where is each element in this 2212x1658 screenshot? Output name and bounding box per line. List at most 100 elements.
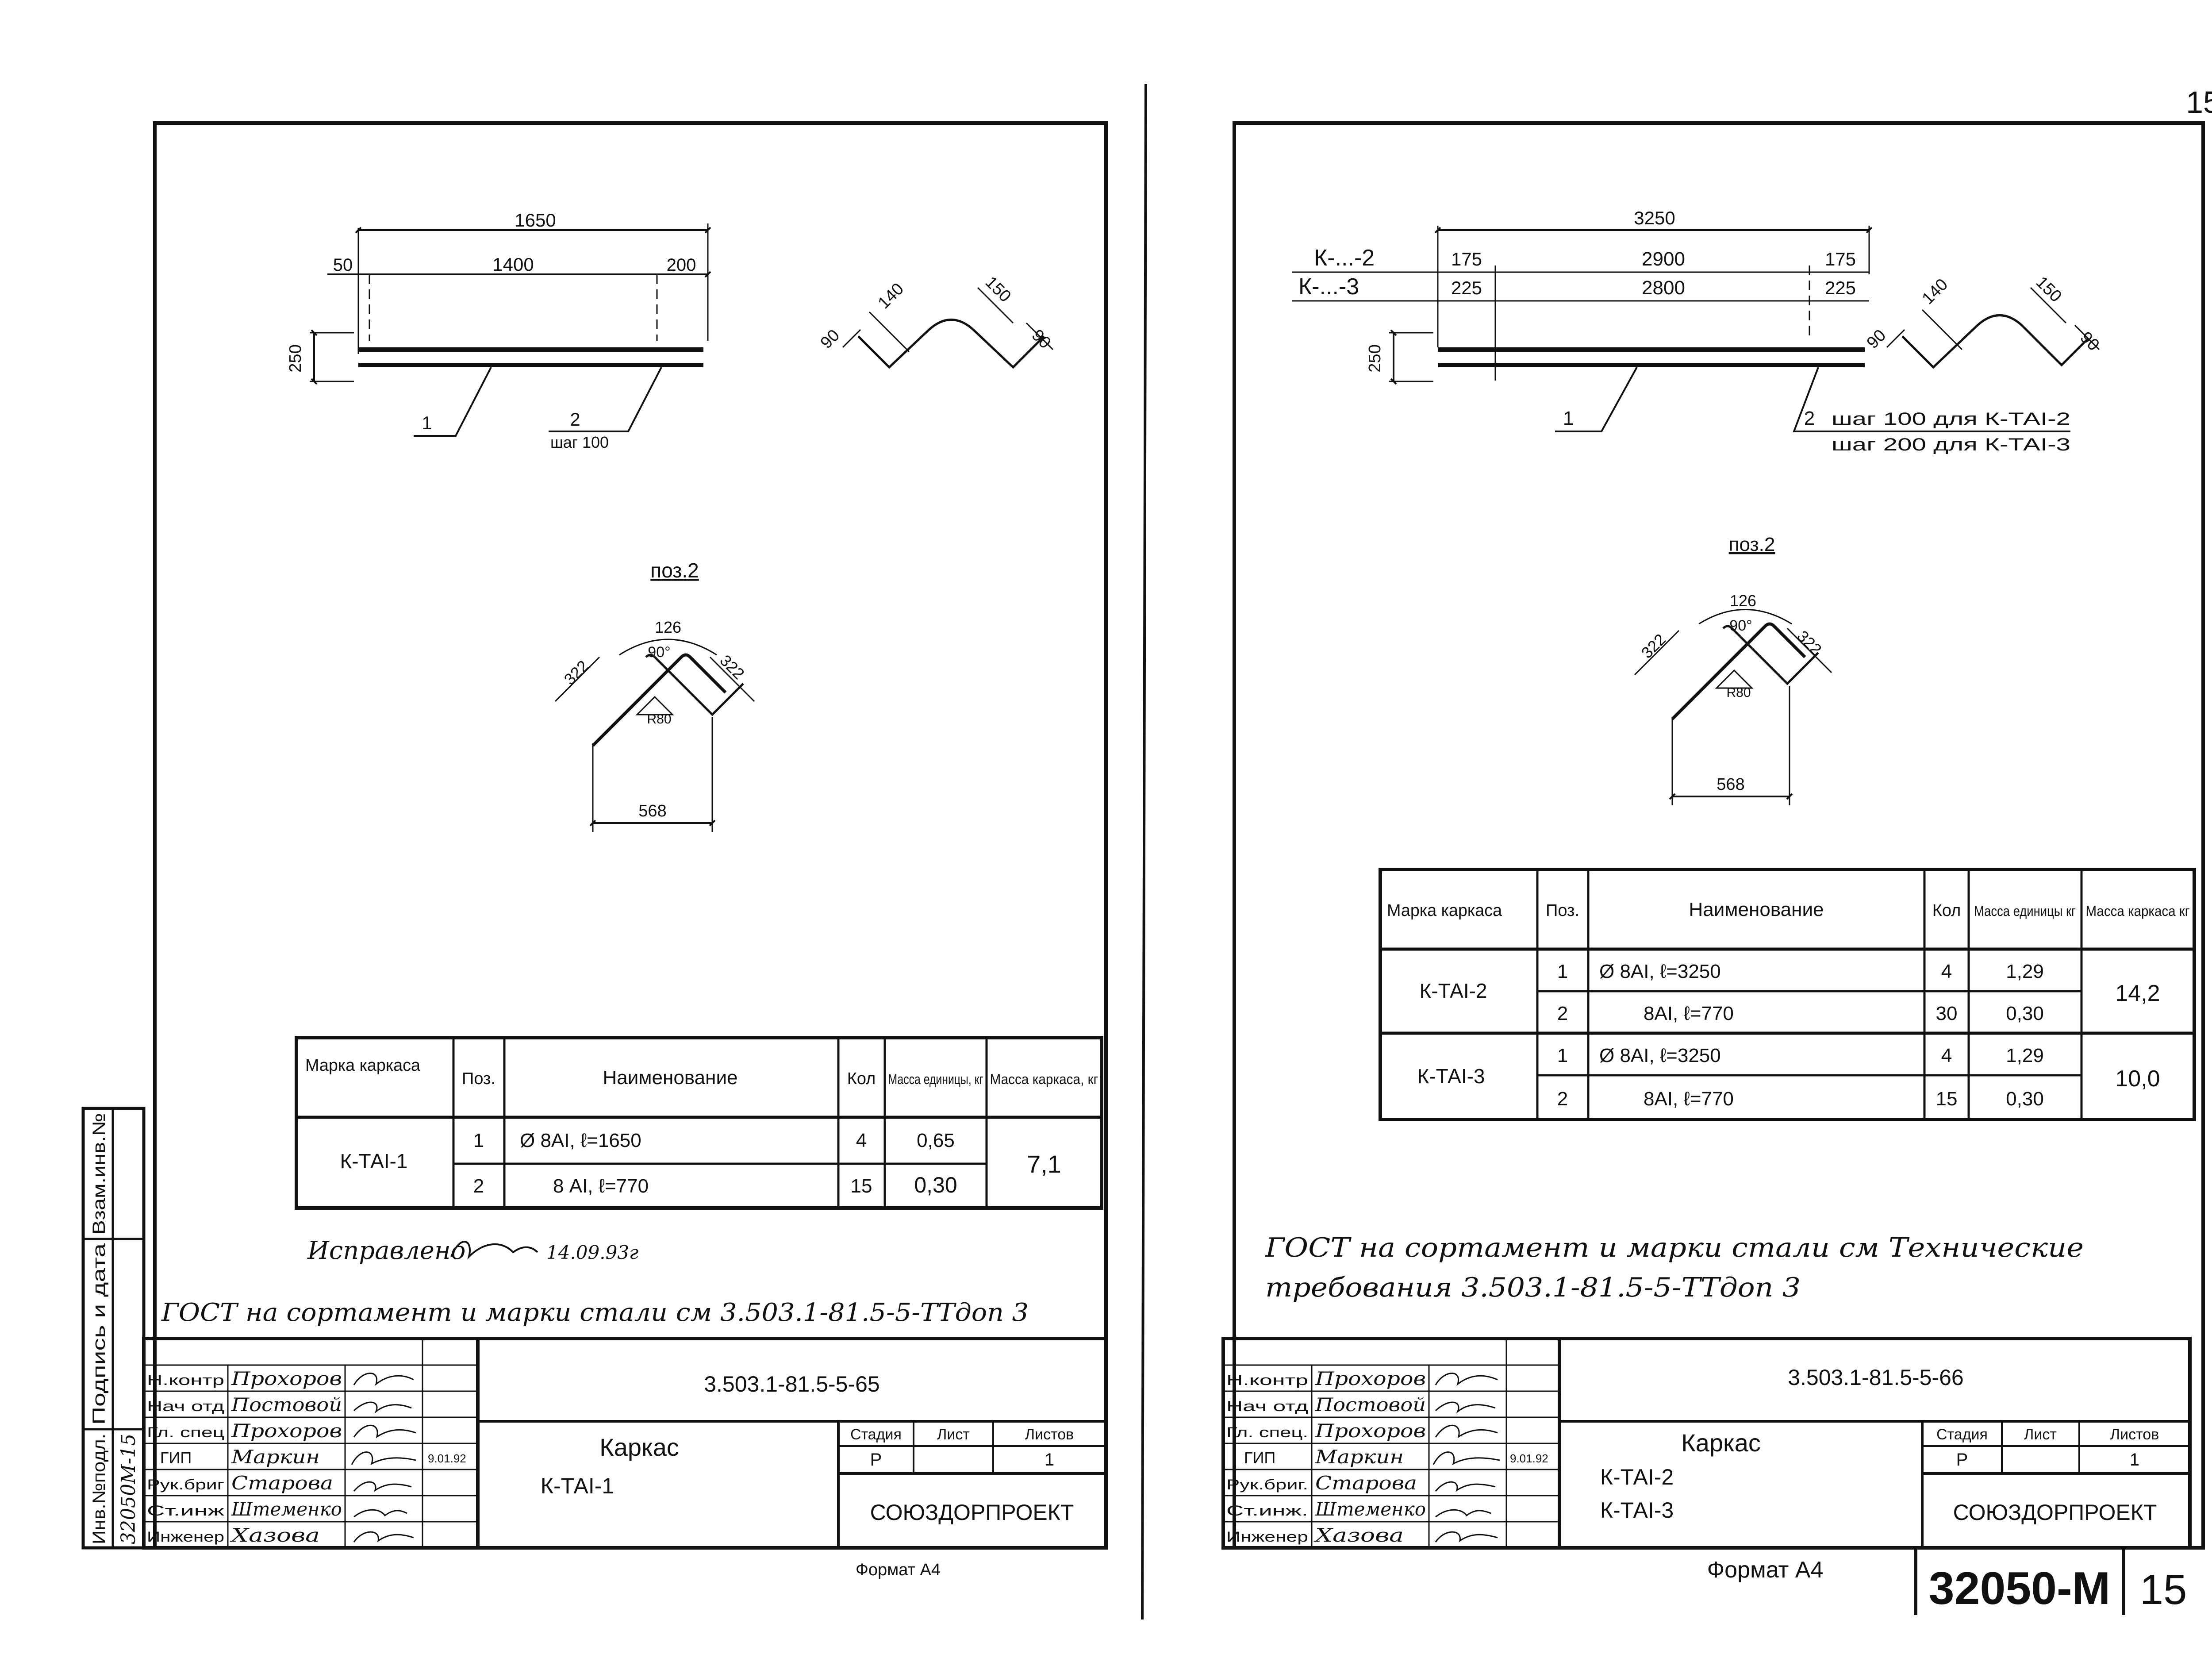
right-g1-row2-name: 8АI, ℓ=770	[1644, 1003, 1734, 1024]
left-tb-stage: Р	[870, 1450, 882, 1470]
left-row1-unit: 0,65	[917, 1130, 955, 1151]
right-dim-k2-left: 175	[1451, 249, 1482, 269]
left-tb-name-2: Прохоров	[231, 1420, 342, 1442]
left-frame	[153, 121, 1108, 1550]
right-detail-bottom: 568	[1717, 775, 1744, 794]
side-stamp-inv-value: 32050М-15	[117, 1434, 140, 1544]
right-table-header-unit-mass: Масса единицы кг	[1974, 903, 2076, 919]
right-tb-name-2: Прохоров	[1315, 1420, 1426, 1442]
album-sheet: 15	[2140, 1566, 2187, 1613]
right-group1-mark: К-ТАI-2	[1419, 979, 1487, 1002]
left-table-mark: К-ТАI-1	[340, 1150, 407, 1173]
left-tb-sheets-label: Листов	[1025, 1426, 1074, 1443]
right-g1-row1-pos: 1	[1557, 961, 1568, 982]
left-tb-stage-label: Стадия	[850, 1426, 902, 1443]
left-table-header-total-mass: Масса каркаса, кг	[990, 1071, 1098, 1087]
right-detail-top: 126	[1730, 592, 1756, 610]
right-callout-pos2: 2	[1804, 408, 1815, 429]
left-tb-title: Каркас	[599, 1433, 679, 1461]
left-spec-table	[295, 1036, 1103, 1210]
right-g2-row1-name: Ø 8АI, ℓ=3250	[1599, 1045, 1721, 1066]
left-tb-name-6: Хазова	[230, 1524, 320, 1546]
right-frame	[1233, 121, 2205, 1550]
left-dim-middle: 1400	[492, 254, 534, 275]
left-table-header-qty: Кол	[847, 1069, 876, 1088]
right-dim-k3-right: 225	[1825, 277, 1856, 298]
left-dim-right-end: 200	[667, 255, 696, 275]
left-table-header-pos: Поз.	[462, 1069, 495, 1088]
right-tb-code: 3.503.1-81.5-5-66	[1788, 1365, 1964, 1390]
left-row2-unit: 0,30	[914, 1173, 957, 1197]
left-profile-dim-c: 150	[982, 273, 1015, 306]
right-tb-role-5: Ст.инж.	[1226, 1503, 1308, 1519]
right-tb-subtitle-2: К-ТАI-3	[1600, 1498, 1674, 1523]
left-detail-radius: R80	[647, 712, 671, 727]
left-tb-sheets: 1	[1045, 1450, 1054, 1470]
left-gost-note: ГОСТ на сортамент и марки стали см 3.503…	[161, 1298, 1029, 1327]
right-dim-overall: 3250	[1634, 208, 1675, 228]
right-tb-subtitle-1: К-ТАI-2	[1600, 1465, 1674, 1489]
right-tb-sheets-label: Листов	[2110, 1426, 2159, 1443]
right-tb-role-0: Н.контр	[1226, 1372, 1308, 1388]
left-tb-subtitle: К-ТАI-1	[541, 1473, 614, 1498]
right-g2-row2-unit: 0,30	[2006, 1088, 2044, 1110]
right-label-k3: К-...-3	[1298, 274, 1359, 300]
right-g1-row2-unit: 0,30	[2006, 1003, 2044, 1024]
right-tb-stage: Р	[1956, 1450, 1968, 1470]
left-row1-name: Ø 8АI, ℓ=1650	[520, 1130, 641, 1151]
right-g2-row2-name: 8АI, ℓ=770	[1644, 1088, 1734, 1110]
right-table-header-qty: Кол	[1932, 901, 1961, 920]
left-bar-drawing	[310, 223, 711, 437]
left-tb-date: 9.01.92	[428, 1452, 466, 1465]
right-group2-total: 10,0	[2115, 1066, 2160, 1092]
right-bar-drawing	[1292, 226, 2070, 432]
right-detail-radius: R80	[1726, 685, 1751, 700]
left-tb-role-6: Инженер	[147, 1529, 224, 1545]
right-profile-dim-c: 150	[2032, 273, 2066, 306]
left-profile-dim-a: 90	[817, 326, 844, 353]
right-profile-sketch	[1886, 287, 2100, 369]
right-title-block	[1221, 1337, 2192, 1550]
left-tb-role-1: Нач отд	[147, 1398, 224, 1414]
left-detail-top: 126	[655, 618, 681, 636]
left-signatures	[351, 1373, 416, 1543]
left-table-header-name: Наименование	[603, 1067, 737, 1089]
left-dim-overall: 1650	[515, 210, 556, 231]
left-profile-dim-b: 140	[875, 280, 908, 313]
right-g2-row1-qty: 4	[1941, 1045, 1952, 1066]
right-g1-row2-qty: 30	[1936, 1003, 1958, 1024]
left-tb-role-3: ГИП	[160, 1449, 192, 1467]
right-tb-role-1: Нач отд	[1226, 1398, 1309, 1414]
left-tb-sheet-label: Лист	[937, 1426, 970, 1443]
left-tb-name-3: Маркин	[231, 1446, 320, 1468]
album-code: 32050-М	[1929, 1563, 2110, 1614]
right-dim-k2-mid: 2900	[1642, 248, 1685, 270]
left-corrected-signature	[450, 1241, 538, 1260]
left-tb-role-4: Рук.бриг	[147, 1477, 224, 1493]
left-detail-bottom: 568	[638, 802, 666, 820]
right-table-header-name: Наименование	[1689, 899, 1824, 920]
right-tb-name-5: Штеменко	[1315, 1498, 1426, 1520]
left-row1-qty: 4	[856, 1130, 867, 1151]
right-g2-row2-pos: 2	[1557, 1088, 1568, 1110]
left-table-total: 7,1	[1027, 1150, 1061, 1178]
side-stamp	[81, 1107, 146, 1550]
right-tb-name-4: Старова	[1315, 1472, 1417, 1494]
left-sheet: 1650 50 1400 200 250 1 2 шаг 100 90 140 …	[142, 121, 1108, 1579]
right-g2-row2-qty: 15	[1936, 1088, 1958, 1110]
left-detail-angle: 90°	[648, 644, 670, 661]
left-table-header-mark: Марка каркаса	[305, 1056, 421, 1075]
right-table-header-total-mass: Масса каркаса кг	[2086, 903, 2190, 919]
left-callout-pos1: 1	[422, 412, 432, 433]
right-detail-side-right: 322	[1793, 627, 1825, 658]
side-stamp-vzam: Взам.инв.№	[89, 1113, 109, 1235]
right-tb-name-0: Прохоров	[1315, 1368, 1426, 1389]
left-tb-name-0: Прохоров	[231, 1368, 342, 1389]
right-table-header-pos: Поз.	[1546, 901, 1579, 920]
left-detail-title: поз.2	[650, 559, 699, 582]
right-detail-side-left: 322	[1638, 630, 1669, 662]
right-dim-k3-left: 225	[1451, 277, 1482, 298]
right-profile-dim-b: 140	[1919, 275, 1952, 308]
right-group1-total: 14,2	[2115, 981, 2160, 1006]
